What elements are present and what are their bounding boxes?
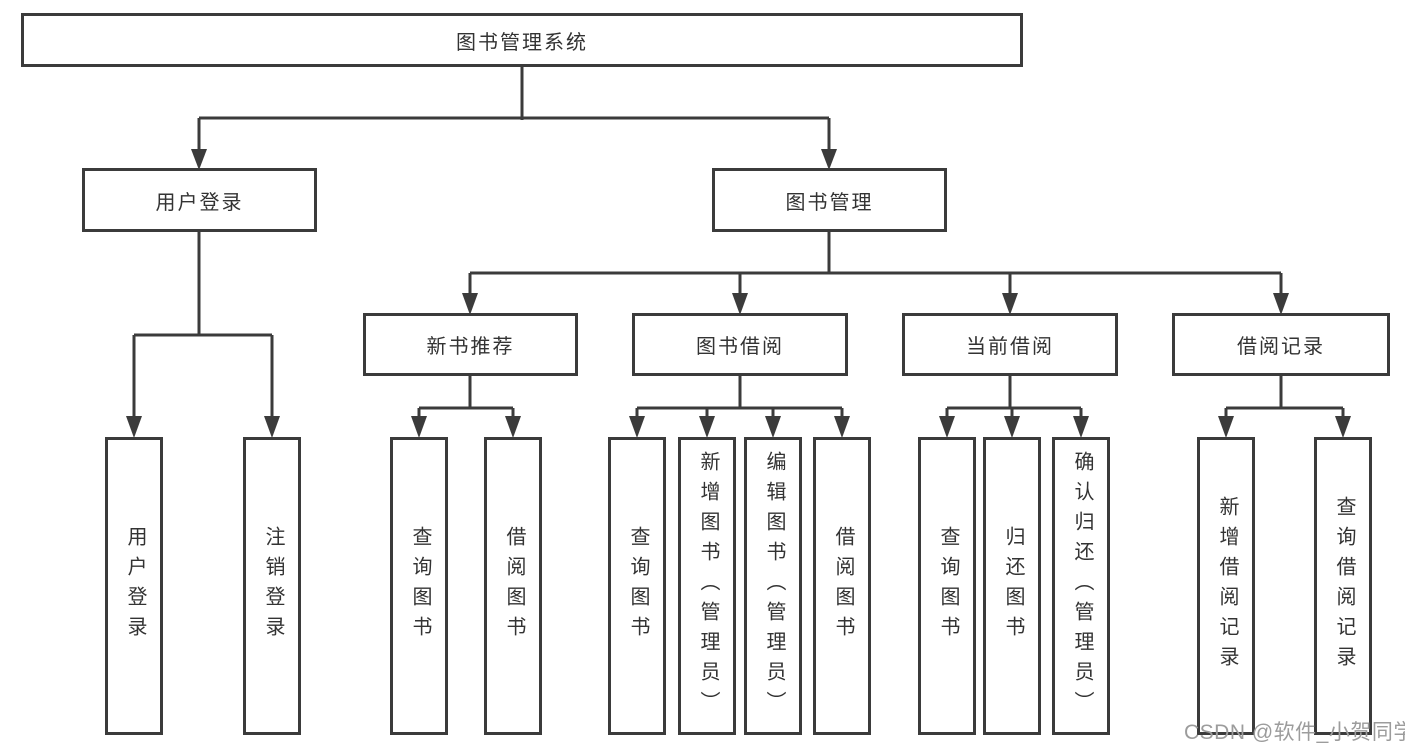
node-new-book-recommend: 新书推荐 xyxy=(363,313,578,376)
arrow-down-icon xyxy=(732,293,748,315)
connector-book-management-children xyxy=(462,232,1289,315)
arrow-down-icon xyxy=(1004,416,1020,438)
connector-root-to-level2 xyxy=(191,67,837,170)
arrow-down-icon xyxy=(264,416,280,438)
connector-path xyxy=(417,376,515,419)
leaf-query-books-current: 查询图书 xyxy=(918,437,976,735)
arrow-down-icon xyxy=(1073,416,1089,438)
leaf-add-borrow-record: 新增借阅记录 xyxy=(1197,437,1255,735)
connector-borrow-record-children xyxy=(1218,376,1351,438)
arrow-down-icon xyxy=(1273,293,1289,315)
node-user-login: 用户登录 xyxy=(82,168,317,232)
connector-path xyxy=(635,376,844,419)
csdn-watermark: CSDN @软件_小贺同学 xyxy=(1184,721,1405,744)
leaf-borrow-books: 借阅图书 xyxy=(813,437,871,735)
node-book-borrow: 图书借阅 xyxy=(632,313,848,376)
leaf-confirm-return-admin: 确认归还（管理员） xyxy=(1052,437,1110,735)
connector-path xyxy=(945,376,1083,419)
node-root-system: 图书管理系统 xyxy=(21,13,1023,67)
leaf-query-borrow-record: 查询借阅记录 xyxy=(1314,437,1372,735)
arrow-down-icon xyxy=(462,293,478,315)
arrow-down-icon xyxy=(939,416,955,438)
leaf-return-book: 归还图书 xyxy=(983,437,1041,735)
connector-path xyxy=(197,67,831,151)
arrow-down-icon xyxy=(629,416,645,438)
leaf-query-books-recommend: 查询图书 xyxy=(390,437,448,735)
leaf-add-book-admin: 新增图书（管理员） xyxy=(678,437,736,735)
leaf-edit-book-admin: 编辑图书（管理员） xyxy=(744,437,802,735)
arrow-down-icon xyxy=(126,416,142,438)
leaf-user-login: 用户登录 xyxy=(105,437,163,735)
arrow-down-icon xyxy=(765,416,781,438)
connector-book-borrow-children xyxy=(629,376,850,438)
connector-new-book-children xyxy=(411,376,521,438)
arrow-down-icon xyxy=(1218,416,1234,438)
connector-path xyxy=(132,232,274,419)
connector-path xyxy=(1224,376,1345,419)
leaf-query-books-borrow: 查询图书 xyxy=(608,437,666,735)
node-borrow-records: 借阅记录 xyxy=(1172,313,1390,376)
node-book-management: 图书管理 xyxy=(712,168,947,232)
leaf-borrow-books-recommend: 借阅图书 xyxy=(484,437,542,735)
arrow-down-icon xyxy=(411,416,427,438)
arrow-down-icon xyxy=(505,416,521,438)
arrow-down-icon xyxy=(191,149,207,170)
leaf-logout: 注销登录 xyxy=(243,437,301,735)
connector-path xyxy=(468,232,1283,294)
connector-current-borrow-children xyxy=(939,376,1089,438)
arrow-down-icon xyxy=(821,149,837,170)
connector-user-login-children xyxy=(126,232,280,438)
arrow-down-icon xyxy=(1335,416,1351,438)
arrow-down-icon xyxy=(699,416,715,438)
node-current-borrow: 当前借阅 xyxy=(902,313,1118,376)
arrow-down-icon xyxy=(834,416,850,438)
arrow-down-icon xyxy=(1002,293,1018,315)
